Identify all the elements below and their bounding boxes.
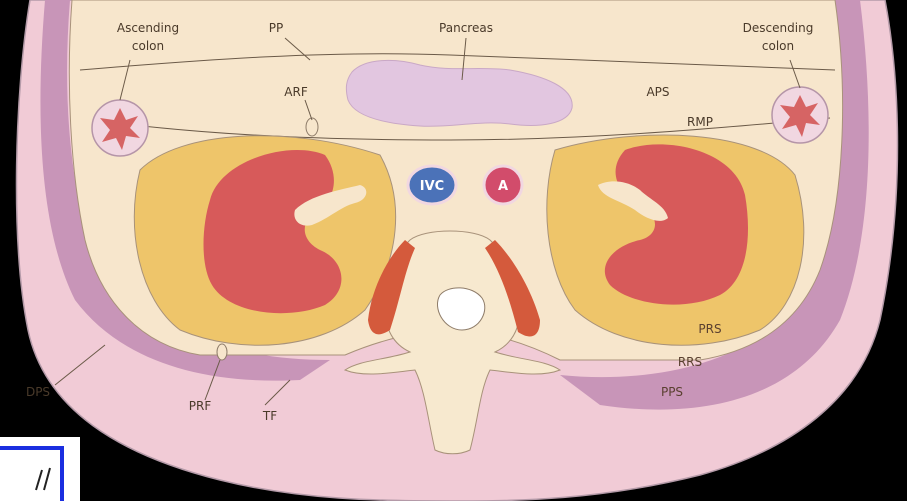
label-dps: DPS bbox=[26, 385, 50, 399]
label-pp: PP bbox=[269, 21, 283, 35]
label-pancreas: Pancreas bbox=[439, 21, 493, 35]
label-ivc: IVC bbox=[420, 179, 444, 194]
label-tf: TF bbox=[262, 409, 277, 423]
label-aorta: A bbox=[498, 179, 508, 194]
label-pps: PPS bbox=[661, 385, 683, 399]
label-aps: APS bbox=[646, 85, 669, 99]
anterior-renal-fascia-marker bbox=[306, 118, 318, 136]
label-descending-colon-line2: colon bbox=[762, 39, 794, 53]
label-ascending-colon-line2: colon bbox=[132, 39, 164, 53]
posterior-renal-fascia-marker bbox=[217, 344, 227, 360]
label-ascending-colon-line1: Ascending bbox=[117, 21, 179, 35]
label-rmp: RMP bbox=[687, 115, 713, 129]
label-rrs: RRS bbox=[678, 355, 702, 369]
label-prf: PRF bbox=[189, 399, 212, 413]
label-arf: ARF bbox=[284, 85, 308, 99]
label-prs: PRS bbox=[698, 322, 721, 336]
label-descending-colon-line1: Descending bbox=[743, 21, 814, 35]
